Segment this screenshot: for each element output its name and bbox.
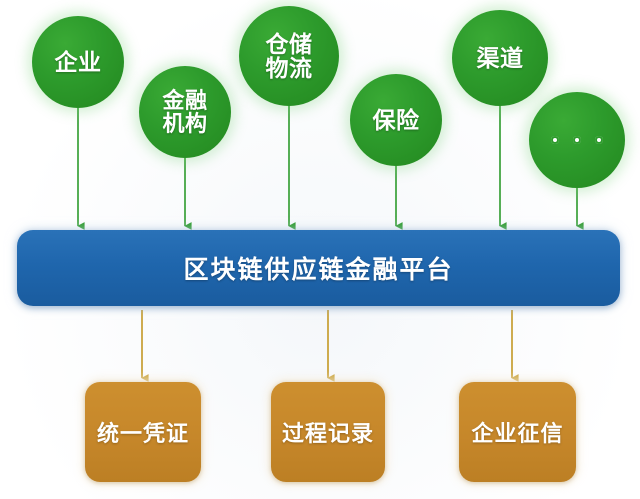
source-circle-label: 保险	[372, 106, 420, 133]
platform-bar-label: 区块链供应链金融平台	[183, 256, 454, 284]
output-box-unified-voucher[interactable]: 统一凭证	[85, 382, 201, 482]
platform-bar[interactable]: 区块链供应链金融平台	[17, 230, 620, 306]
source-circle-financial-institution[interactable]: 金融机构	[139, 66, 231, 158]
source-circle-label: 金融机构	[162, 87, 208, 136]
source-circle-label: 渠道	[476, 44, 524, 71]
source-circle-warehouse-logistics[interactable]: 仓储物流	[239, 6, 339, 106]
orange-arrow-group	[141, 310, 519, 382]
source-circle-more[interactable]	[529, 92, 625, 188]
source-circle-label: 企业	[54, 48, 102, 75]
source-circle-enterprise[interactable]: 企业	[32, 16, 124, 108]
source-circle-insurance[interactable]: 保险	[350, 74, 442, 166]
output-box-label: 企业征信	[471, 421, 564, 446]
ellipsis-icon	[551, 136, 603, 144]
source-circle-channel[interactable]: 渠道	[452, 10, 548, 106]
output-box-process-record[interactable]: 过程记录	[271, 382, 385, 482]
output-box-label: 统一凭证	[96, 421, 189, 446]
source-circle-label: 仓储物流	[265, 30, 313, 81]
output-box-enterprise-credit[interactable]: 企业征信	[459, 382, 576, 482]
output-box-label: 过程记录	[281, 421, 374, 446]
